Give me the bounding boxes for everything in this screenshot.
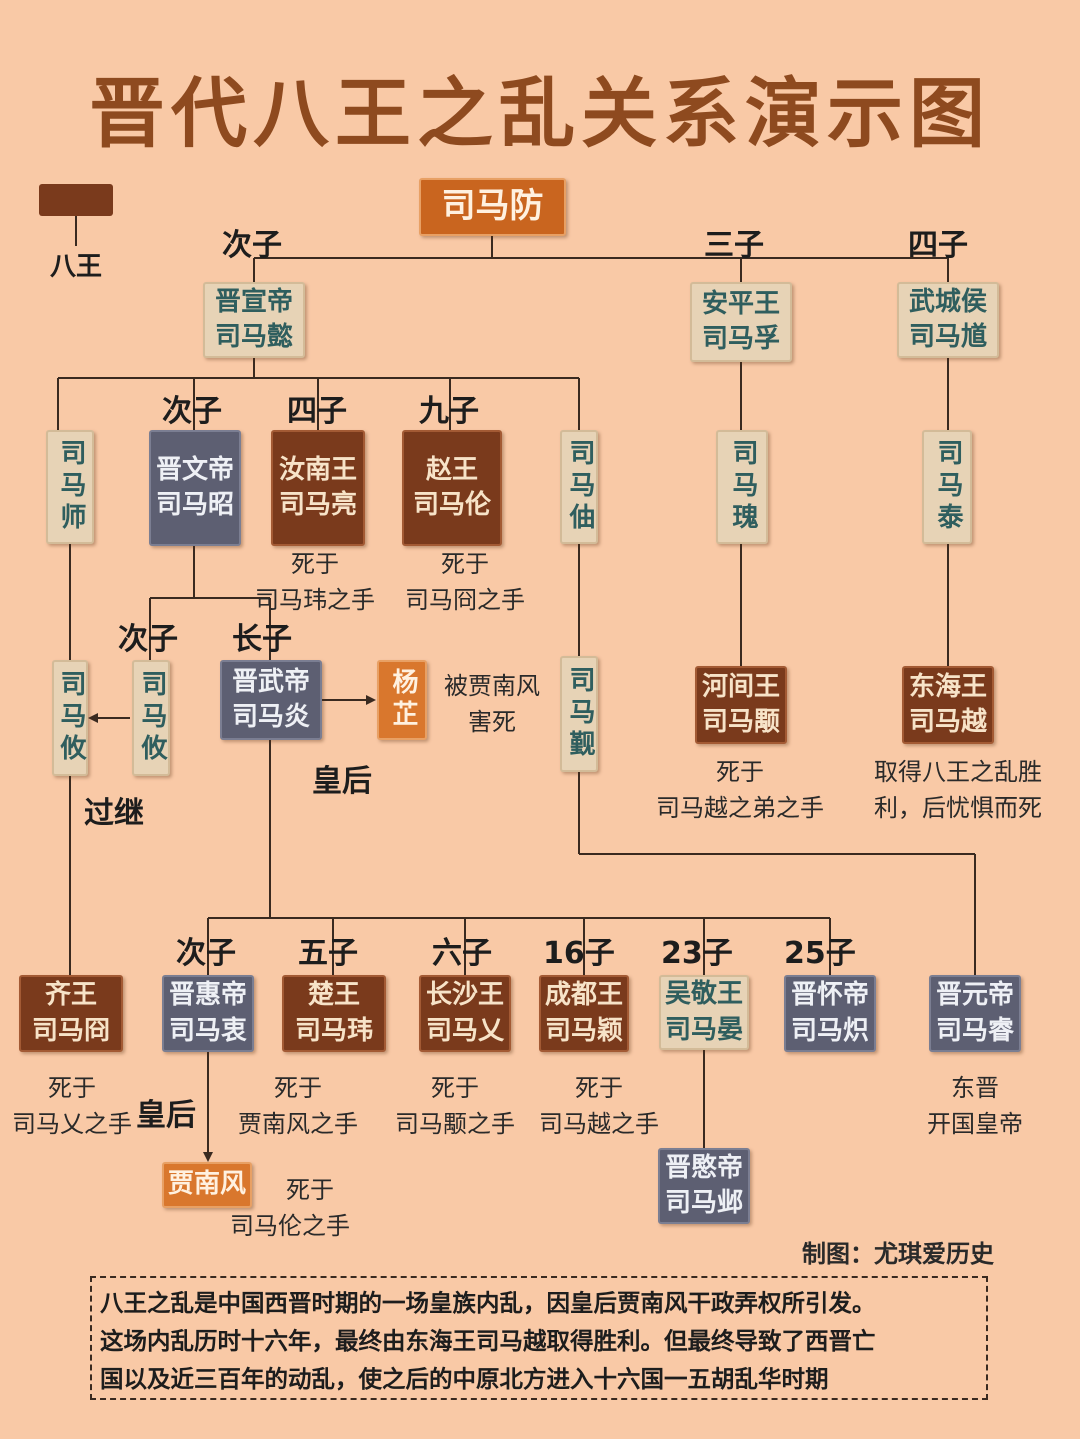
node-sima-gui: 司马瑰 bbox=[716, 430, 768, 544]
node-sima-ying: 成都王司马颖 bbox=[539, 975, 629, 1052]
relation-label: 次子 bbox=[162, 394, 222, 429]
relation-label: 九子 bbox=[419, 394, 479, 429]
node-sima-shi: 司马师 bbox=[46, 430, 94, 544]
node-sima-liang: 汝南王司马亮 bbox=[271, 430, 365, 546]
adoption-label: 过继 bbox=[84, 796, 144, 831]
node-sima-jin: 司马觐 bbox=[560, 656, 598, 772]
node-sima-you: 司马攸 bbox=[132, 660, 170, 776]
note-sima-lun: 死于司马冏之手 bbox=[405, 550, 525, 614]
relation-label: 次子 bbox=[176, 936, 236, 971]
relation-label: 三子 bbox=[704, 228, 764, 263]
relation-label: 次子 bbox=[118, 622, 178, 657]
node-sima-kui: 武城侯司马馗 bbox=[897, 282, 999, 358]
legend-swatch-eight-kings bbox=[39, 184, 113, 216]
node-sima-jiong: 齐王司马冏 bbox=[19, 975, 123, 1052]
node-sima-yi: 晋宣帝司马懿 bbox=[203, 282, 305, 358]
summary-line: 八王之乱是中国西晋时期的一场皇族内乱，因皇后贾南风干政弄权所引发。 bbox=[100, 1289, 876, 1317]
note-sima-yi2: 死于司马颙之手 bbox=[395, 1074, 515, 1138]
summary-box: 八王之乱是中国西晋时期的一场皇族内乱，因皇后贾南风干政弄权所引发。 这场内乱历时… bbox=[90, 1276, 988, 1400]
node-sima-fu: 安平王司马孚 bbox=[690, 282, 792, 362]
note-sima-wei: 死于贾南风之手 bbox=[238, 1074, 358, 1138]
node-sima-tai: 司马泰 bbox=[922, 430, 972, 544]
relation-label: 次子 bbox=[222, 228, 282, 263]
node-sima-yan: 晋武帝司马炎 bbox=[220, 660, 322, 740]
relation-label: 四子 bbox=[287, 394, 347, 429]
relation-label: 长子 bbox=[232, 622, 292, 657]
note-sima-ying: 死于司马越之手 bbox=[539, 1074, 659, 1138]
node-sima-you-adopted: 司马攸 bbox=[52, 660, 88, 776]
note-sima-yue: 取得八王之乱胜利，后忧惧而死 bbox=[874, 758, 1042, 822]
note-sima-rui: 东晋开国皇帝 bbox=[927, 1074, 1023, 1138]
empress-label: 皇后 bbox=[312, 764, 372, 799]
page-title: 晋代八王之乱关系演示图 bbox=[89, 69, 991, 158]
node-sima-fang: 司马防 bbox=[419, 178, 566, 236]
relation-label: 16子 bbox=[543, 936, 615, 971]
node-sima-rui: 晋元帝司马睿 bbox=[929, 975, 1021, 1052]
note-jia-nanfeng: 死于司马伦之手 bbox=[230, 1176, 350, 1240]
node-sima-yan2: 吴敬王司马晏 bbox=[659, 975, 749, 1050]
node-sima-lun: 赵王司马伦 bbox=[402, 430, 502, 546]
note-sima-liang: 死于司马玮之手 bbox=[255, 550, 375, 614]
summary-line: 这场内乱历时十六年，最终由东海王司马越取得胜利。但最终导致了西晋亡 bbox=[100, 1327, 876, 1355]
relation-label: 25子 bbox=[784, 936, 856, 971]
node-yang-zhi: 杨芷 bbox=[377, 660, 427, 740]
relation-label: 四子 bbox=[908, 228, 968, 263]
node-sima-zhong: 晋惠帝司马衷 bbox=[162, 975, 254, 1052]
node-sima-yue: 东海王司马越 bbox=[902, 666, 994, 744]
node-sima-zhou: 司马伷 bbox=[560, 430, 598, 544]
node-sima-zhao: 晋文帝司马昭 bbox=[149, 430, 241, 546]
node-sima-yong: 河间王司马颙 bbox=[695, 666, 787, 744]
relation-label: 23子 bbox=[661, 936, 733, 971]
empress-label: 皇后 bbox=[136, 1098, 196, 1133]
note-sima-jiong: 死于司马乂之手 bbox=[12, 1074, 132, 1138]
relation-label: 五子 bbox=[298, 936, 358, 971]
legend-label: 八王 bbox=[50, 252, 103, 282]
note-sima-yong: 死于司马越之弟之手 bbox=[656, 758, 824, 822]
node-sima-wei: 楚王司马玮 bbox=[282, 975, 386, 1052]
summary-line: 国以及近三百年的动乱，使之后的中原北方进入十六国一五胡乱华时期 bbox=[100, 1365, 829, 1393]
node-sima-ye: 晋愍帝司马邺 bbox=[658, 1148, 750, 1224]
credit-text: 制图：尤琪爱历史 bbox=[802, 1240, 994, 1268]
node-sima-yi2: 长沙王司马乂 bbox=[419, 975, 511, 1052]
node-jia-nanfeng: 贾南风 bbox=[162, 1162, 252, 1208]
note-yang-zhi: 被贾南风害死 bbox=[444, 672, 540, 736]
node-sima-chi: 晋怀帝司马炽 bbox=[784, 975, 876, 1052]
relation-label: 六子 bbox=[432, 936, 492, 971]
